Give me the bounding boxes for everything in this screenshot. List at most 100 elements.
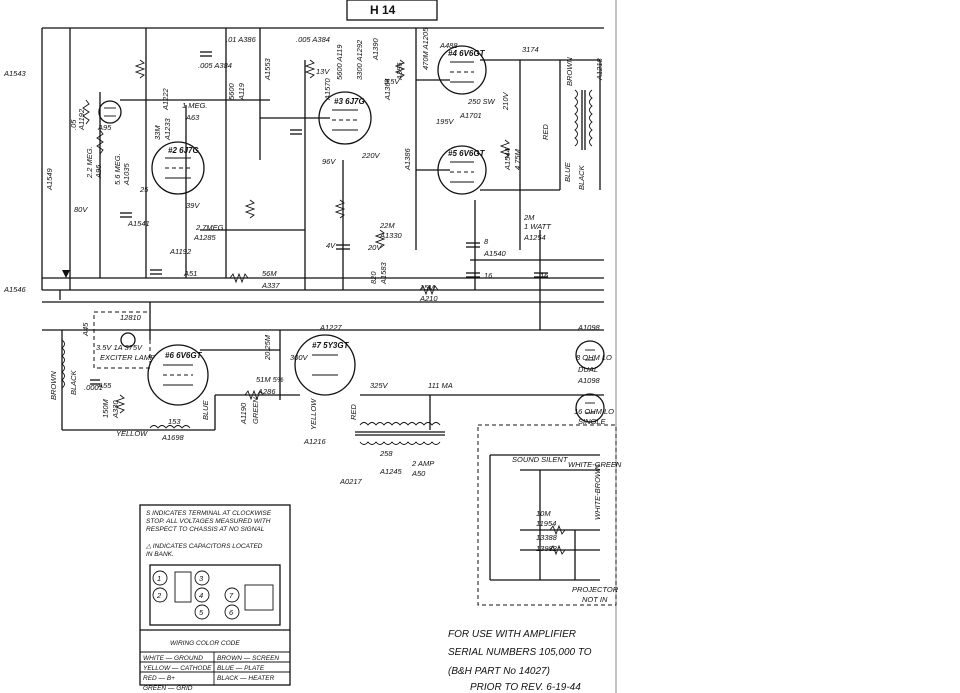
tube-v4-label: #4 6V6GT (448, 49, 486, 58)
socket-diagram (149, 564, 281, 626)
label-r3174: 3174 (522, 45, 539, 54)
label-a386-1: .01 A386 (226, 35, 257, 44)
label-r56meg: 5.6 MEG. (113, 153, 122, 185)
note-line-4: △ INDICATES CAPACITORS LOCATED (145, 543, 263, 550)
transformers (61, 89, 593, 445)
label-r05: .05 (69, 119, 78, 130)
label-not-in: NOT IN (582, 595, 608, 604)
resistors (82, 59, 511, 414)
label-r5600: 5600 (227, 82, 236, 100)
footer-line-2: SERIAL NUMBERS 105,000 TO (448, 647, 592, 658)
title-box (346, 0, 438, 21)
label-red2: RED (349, 404, 358, 420)
label-r13388: 13388 (536, 533, 558, 542)
label-a1570: A1570 (323, 77, 332, 101)
color-code-r3c1: RED — B+ (143, 675, 175, 682)
label-r258: 258 (379, 449, 393, 458)
label-r150m: 150M (101, 398, 110, 418)
label-r22meg: 2.2 MEG. (85, 146, 94, 179)
label-a1544: A1544 (503, 148, 512, 171)
label-white-brown: WHITE-BROWN (593, 464, 602, 520)
label-a1098: A1098 (577, 323, 601, 332)
label-a1583: A1583 (379, 261, 388, 285)
label-a1216: A1216 (303, 437, 327, 446)
label-r15m: 15M (420, 283, 435, 292)
label-v20: 20V (367, 243, 382, 252)
label-a1364: A1364 (383, 78, 392, 101)
tube-v4: #4 6V6GT (437, 45, 487, 95)
label-red: RED (541, 124, 550, 140)
label-r8ohm: 8 OHM LO (576, 353, 612, 362)
label-r250sw: 250 SW (467, 97, 496, 106)
label-blue: BLUE (563, 161, 572, 182)
socket-pin-2: 2 (156, 591, 162, 600)
label-dual: DUAL (578, 365, 598, 374)
label-a384-1: .005 A384 (198, 61, 232, 70)
label-v220: 220V (361, 151, 381, 160)
tube-v5: #5 6V6GT (437, 145, 487, 195)
label-a1541: A1541 (127, 219, 150, 228)
label-v80: 80V (74, 205, 88, 214)
label-r475m: 4.75M (513, 148, 522, 170)
label-a1254: A1254 (523, 233, 546, 242)
label-r111ma: 111 MA (428, 381, 453, 390)
label-a1386b: 11954 (536, 519, 556, 528)
label-a1227: A1227 (319, 323, 343, 332)
color-code-r3c2: BLACK — HEATER (217, 675, 275, 682)
label-a1035: A1035 (122, 162, 131, 186)
label-a1390: A1390 (371, 37, 380, 61)
label-a1190: A1190 (239, 402, 248, 425)
label-a386-3: A386 (395, 62, 404, 81)
label-a1218: A1218 (595, 57, 604, 81)
projector-box (477, 424, 617, 606)
label-a95: A95 (97, 123, 112, 132)
tube-v6: #6 6V6GT (147, 344, 209, 406)
label-black2: BLACK (69, 369, 78, 395)
footer-line-4: PRIOR TO REV. 6-19-44 (470, 682, 581, 693)
label-brown2: BROWN (49, 371, 58, 400)
label-yellow: YELLOW (116, 429, 148, 438)
note-line-2: STOP. ALL VOLTAGES MEASURED WITH (146, 518, 271, 525)
label-a1543: A1543 (3, 69, 27, 78)
label-r27meg: 2.7MEG (195, 223, 224, 232)
label-v195: 195V (436, 117, 455, 126)
label-a96: A96 (94, 164, 103, 179)
footer-line-1: FOR USE WITH AMPLIFIER (448, 629, 576, 640)
label-a119: A119 (237, 82, 246, 101)
label-a210: A210 (419, 294, 438, 303)
label-r12810: 12810 (120, 313, 142, 322)
tube-v3-label: #3 6J7G (334, 97, 365, 106)
label-exciter: EXCITER LAMP (100, 353, 155, 362)
label-a1698: A1698 (161, 433, 185, 442)
label-a45: A45 (81, 322, 90, 337)
label-a1192: A1192 (77, 108, 86, 131)
label-r33m: 33M (153, 125, 162, 140)
label-amp2: 2 AMP (411, 459, 434, 468)
socket-pin-1: 1 (157, 574, 161, 583)
label-r16: 16 (484, 271, 493, 280)
exciter-lamp (120, 332, 136, 348)
label-a1701: A1701 (459, 111, 482, 120)
label-v95: 9.5V (384, 77, 400, 86)
label-v39: 39V (186, 201, 200, 210)
label-black: BLACK (577, 164, 586, 190)
label-a63: A63 (185, 113, 200, 122)
tube-v6-label: #6 6V6GT (165, 351, 203, 360)
note-line-3: RESPECT TO CHASSIS AT NO SIGNAL (146, 526, 265, 533)
label-a1233: A1233 (163, 117, 172, 141)
label-a330: A330 (111, 400, 120, 419)
notes-box (139, 504, 291, 686)
label-a1245: A1245 (379, 467, 403, 476)
label-a1540: A1540 (483, 249, 507, 258)
label-a55: A55 (97, 381, 112, 390)
tube-v7: #7 5Y3GT (294, 334, 356, 396)
label-r25: 25 (139, 185, 149, 194)
label-a0217: A0217 (339, 477, 363, 486)
socket-pin-6: 6 (229, 608, 234, 617)
socket-pin-7: 7 (229, 591, 234, 600)
label-v96: 96V (322, 157, 336, 166)
label-a488: A488 (439, 41, 458, 50)
label-a337: A337 (261, 281, 280, 290)
capacitors (90, 51, 548, 385)
label-v325: 325V (370, 381, 389, 390)
